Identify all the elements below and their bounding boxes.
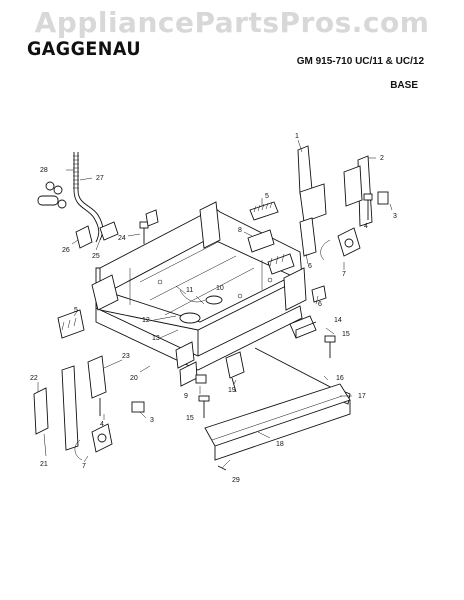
callout-11: 11	[186, 287, 193, 294]
callout-5: 5	[265, 193, 269, 200]
callout-29: 29	[232, 477, 240, 484]
callout-15: 15	[342, 331, 350, 338]
callout-7: 7	[342, 271, 346, 278]
callout-6: 6	[308, 263, 312, 270]
callout-3: 3	[393, 213, 397, 220]
callout-2: 2	[380, 155, 384, 162]
callout-23: 23	[122, 353, 130, 360]
callout-1: 1	[295, 133, 299, 140]
callout-4-left: 4	[100, 421, 104, 428]
callout-5-left: 5	[74, 307, 78, 314]
front-center-parts	[131, 351, 245, 418]
callout-20: 20	[130, 375, 138, 382]
drain-hose	[37, 152, 104, 243]
hose-fittings	[75, 209, 159, 249]
callout-27: 27	[96, 175, 104, 182]
callout-17: 17	[358, 393, 366, 400]
model-number: GM 915-710 UC/11 & UC/12	[296, 56, 424, 67]
right-brackets	[297, 145, 389, 261]
callout-19: 19	[228, 387, 236, 394]
callout-22: 22	[30, 375, 38, 382]
left-parts	[33, 309, 113, 461]
callout-8: 8	[238, 227, 242, 234]
callout-13: 13	[152, 335, 160, 342]
callout-15-left: 15	[186, 415, 194, 422]
callout-6-right: 6	[318, 301, 322, 308]
callout-10: 10	[216, 285, 224, 292]
callout-labels: 1 2 3 4 5 6 7 8 9 10 11 12 13 14 15 16 1…	[30, 133, 397, 484]
callout-7-left: 7	[82, 463, 86, 470]
callout-12: 12	[142, 317, 150, 324]
callout-9: 9	[184, 393, 188, 400]
leader-lines	[37, 139, 393, 469]
callout-14: 14	[334, 317, 342, 324]
callout-21: 21	[40, 461, 48, 468]
callout-28: 28	[40, 167, 48, 174]
callout-3-left: 3	[150, 417, 154, 424]
section-title: BASE	[390, 80, 418, 91]
terminal-parts-top	[247, 201, 327, 303]
kick-plate	[204, 383, 351, 471]
callout-25: 25	[92, 253, 100, 260]
callout-24: 24	[118, 235, 126, 242]
watermark-text: AppliancePartsPros.com	[34, 6, 430, 39]
callout-26: 26	[62, 247, 70, 254]
brand-logo: GAGGENAU	[27, 38, 142, 60]
callout-18: 18	[276, 441, 284, 448]
callout-4: 4	[364, 223, 368, 230]
callout-16: 16	[336, 375, 344, 382]
